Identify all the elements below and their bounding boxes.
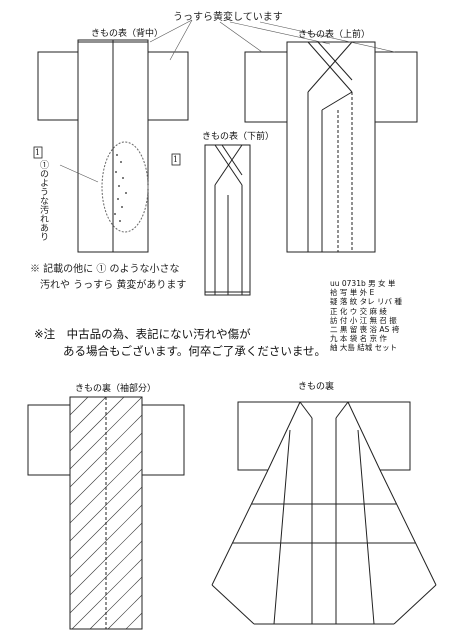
product-code-table: uu 0731b 男 女 単 袷 写 単 外 E 疑 落 紋 タレ リバ 種 正…	[330, 279, 402, 353]
code-row: 二 黒 留 喪 浴 AS 袴	[330, 324, 400, 334]
stain-marker-1-right: 1	[173, 155, 179, 164]
kimono-back-diagram	[37, 39, 189, 253]
notice-line-1: ※注 中古品の為、表記にない汚れや傷が	[34, 327, 251, 341]
stain-marker-1: 1	[35, 148, 41, 157]
label-lining: きもの裏	[298, 382, 335, 392]
label-lining-sleeve: きもの裏（袖部分）	[75, 384, 157, 394]
label-front-back: きもの表（背中）	[91, 29, 164, 39]
code-row: 訪 付 小 江 無 召 振	[330, 315, 397, 325]
handwritten-bottom-note-line1: ※ 記載の他に ① のような小さな	[30, 264, 180, 275]
label-front-lower: きもの表（下前）	[202, 132, 275, 142]
handwritten-side-note: ①のような汚れあり	[38, 160, 48, 241]
kimono-lower-front-diagram	[204, 144, 251, 296]
handwritten-yellowing-note: うっすら黄変しています	[173, 12, 283, 23]
lining-sleeve-diagram	[27, 396, 185, 630]
code-row: 紬 大島 結城 セット	[330, 343, 398, 353]
handwritten-bottom-note-line2: 汚れや うっすら 黄変があります	[40, 280, 187, 291]
code-row: uu 0731b 男 女 単	[330, 279, 396, 288]
kimono-upper-front-diagram	[244, 41, 418, 253]
notice-line-2: ある場合もございます。何卒ご了承くださいませ。	[63, 344, 327, 358]
note-pointer-lines	[59, 19, 396, 183]
lining-diagram	[211, 401, 437, 625]
code-row: 疑 落 紋 タレ リバ 種	[330, 297, 402, 307]
code-row: 袷 写 単 外 E	[330, 288, 375, 298]
condition-notice: ※注 中古品の為、表記にない汚れや傷が ある場合もございます。何卒ご了承ください…	[34, 326, 326, 360]
label-front-upper: きもの表（上前）	[298, 30, 371, 40]
code-row: 正 化 ウ 交 麻 綾	[330, 306, 387, 316]
code-row: 九 本 袋 名 京 作	[330, 334, 387, 344]
